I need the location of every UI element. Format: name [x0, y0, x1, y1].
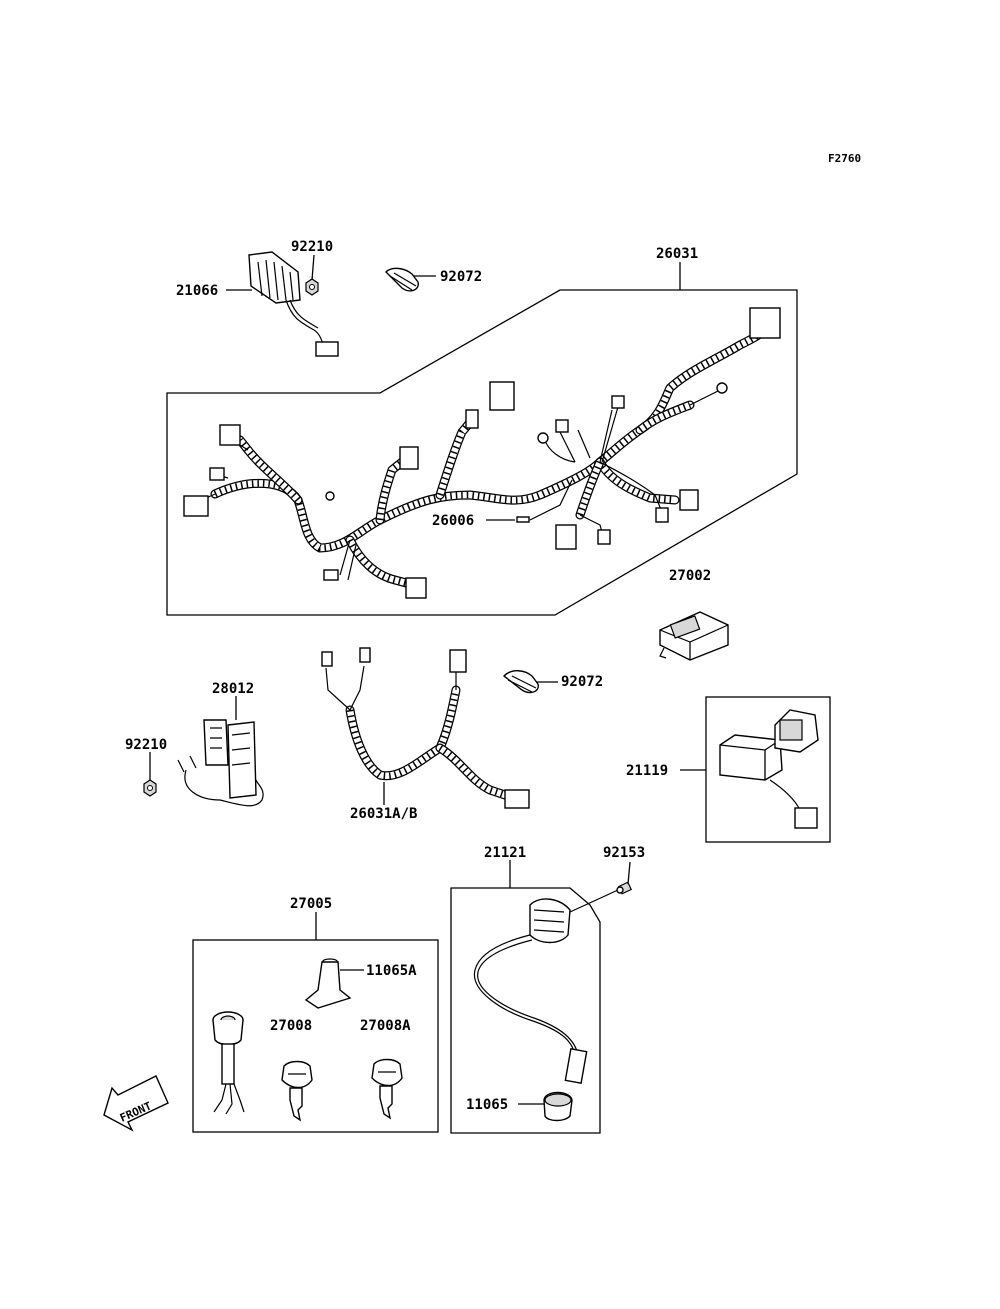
regulator-rectifier-part[interactable]: [248, 251, 339, 357]
ignition-switch-part[interactable]: [212, 1011, 245, 1115]
plug-cap-part[interactable]: [543, 1091, 573, 1122]
label-26031: 26031: [656, 246, 698, 262]
label-92072-top: 92072: [440, 269, 482, 285]
label-27005: 27005: [290, 896, 332, 912]
band-part-top[interactable]: [385, 267, 419, 292]
front-direction-arrow: FRONT: [103, 1075, 169, 1132]
nut-part-top[interactable]: [305, 278, 319, 296]
label-11065a: 11065A: [366, 963, 417, 979]
ignition-coil-part[interactable]: [473, 889, 619, 1084]
sub-wire-harness-part[interactable]: [321, 647, 530, 809]
label-28012: 28012: [212, 681, 254, 697]
label-92072-mid: 92072: [561, 674, 603, 690]
label-21121: 21121: [484, 845, 526, 861]
key-blank-part[interactable]: [371, 1058, 403, 1120]
fuse-box-part[interactable]: [719, 709, 819, 829]
diagram-code: F2760: [828, 152, 861, 165]
label-92210-left: 92210: [125, 737, 167, 753]
label-26031ab: 26031A/B: [350, 806, 417, 822]
nut-part-left[interactable]: [143, 779, 157, 797]
label-92153: 92153: [603, 845, 645, 861]
relay-part[interactable]: [659, 611, 729, 661]
screw-part[interactable]: [616, 881, 633, 895]
label-27008: 27008: [270, 1018, 312, 1034]
label-27002: 27002: [669, 568, 711, 584]
label-27008a: 27008A: [360, 1018, 411, 1034]
band-part-mid[interactable]: [502, 670, 539, 694]
label-21066: 21066: [176, 283, 218, 299]
harness-group-box: [166, 289, 798, 616]
key-part[interactable]: [281, 1060, 313, 1122]
switch-cap-part[interactable]: [304, 958, 352, 1009]
label-11065: 11065: [466, 1097, 508, 1113]
ignition-coil-group-box: [450, 887, 601, 1134]
label-21119: 21119: [626, 763, 668, 779]
cdi-unit-part[interactable]: [177, 719, 264, 807]
label-26006: 26006: [432, 513, 474, 529]
label-92210-top: 92210: [291, 239, 333, 255]
main-wire-harness-part[interactable]: [183, 307, 781, 599]
